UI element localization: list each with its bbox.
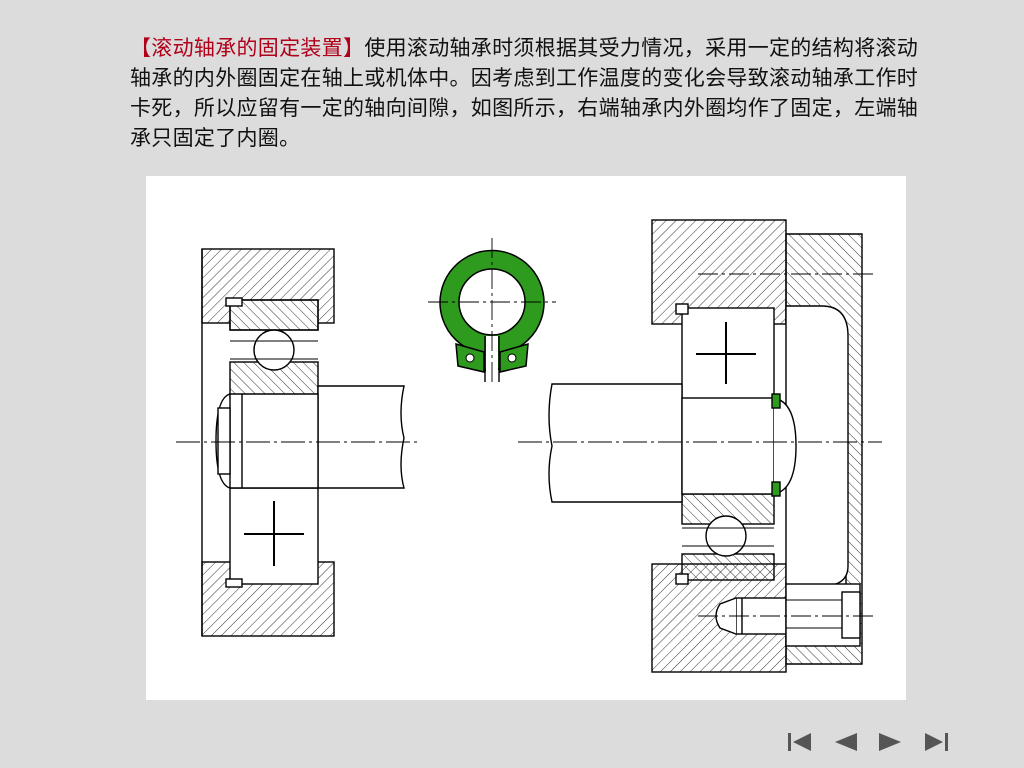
slide-navigation <box>782 728 954 756</box>
prev-icon <box>835 733 857 751</box>
right-bearing-assembly <box>518 219 882 673</box>
circlip <box>428 238 556 386</box>
next-icon <box>879 733 901 751</box>
last-slide-button[interactable] <box>920 728 954 756</box>
slide-text: 【滚动轴承的固定装置】使用滚动轴承时须根据其受力情况，采用一定的结构将滚动轴承的… <box>130 33 930 153</box>
prev-slide-button[interactable] <box>828 728 862 756</box>
next-slide-button[interactable] <box>874 728 908 756</box>
first-slide-button[interactable] <box>782 728 816 756</box>
slide-body: 使用滚动轴承时须根据其受力情况，采用一定的结构将滚动轴承的内外圈固定在轴上或机体… <box>130 36 919 150</box>
slide-heading: 【滚动轴承的固定装置】 <box>130 36 365 60</box>
left-bearing-assembly <box>176 248 418 637</box>
bearing-diagram <box>146 176 906 700</box>
first-icon <box>788 733 811 751</box>
last-icon <box>925 733 948 751</box>
